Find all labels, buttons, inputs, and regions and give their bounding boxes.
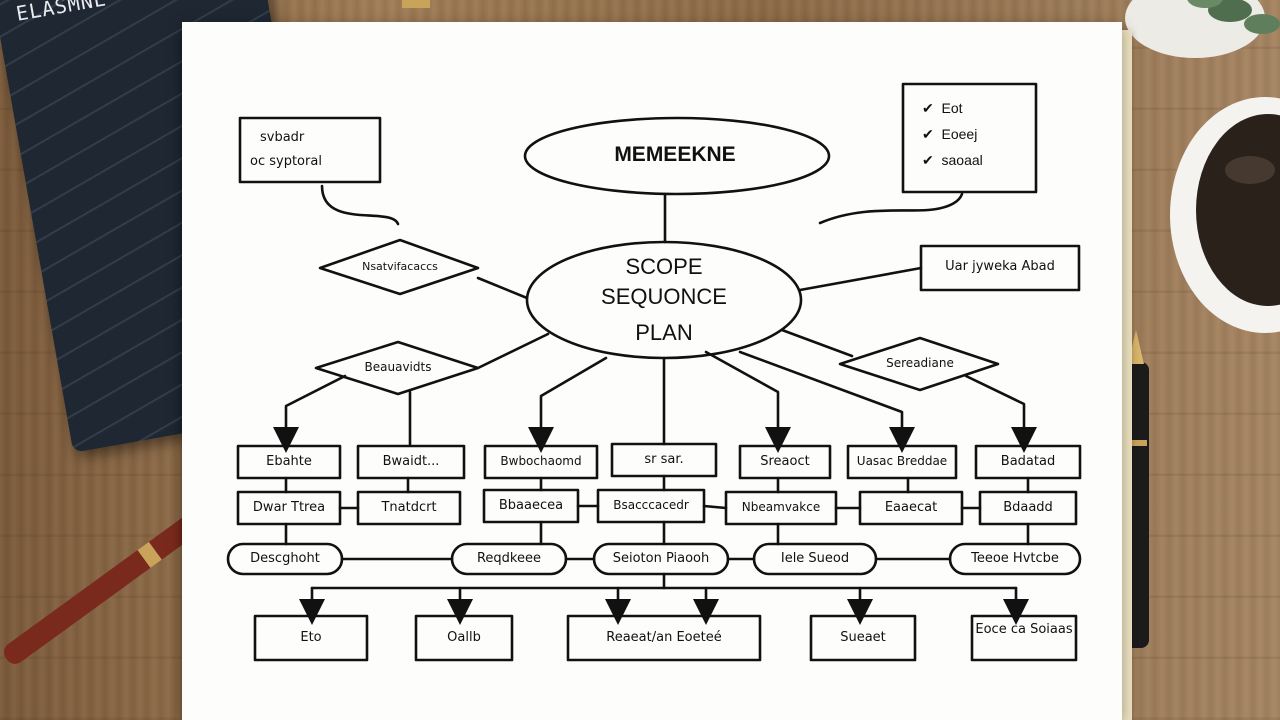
checklist-item-1: ✔ Eot bbox=[922, 100, 963, 117]
row2-label: Dwar Ttrea bbox=[252, 500, 326, 515]
coffee-cup bbox=[1170, 97, 1280, 333]
checklist-text: Eoeej bbox=[941, 126, 978, 142]
row2-label: Bdaadd bbox=[1003, 500, 1053, 515]
row2-label: Nbeamvakce bbox=[741, 500, 821, 514]
note-left-box bbox=[238, 116, 382, 184]
checklist-text: Eot bbox=[941, 100, 963, 116]
paper-clip bbox=[402, 0, 430, 8]
diamond-left-label: Beauavidts bbox=[364, 360, 432, 374]
checklist-item-3: ✔ saoaal bbox=[922, 152, 983, 169]
note-left-line2: oc syptoral bbox=[250, 154, 322, 169]
paper-sheet bbox=[182, 22, 1122, 720]
check-icon: ✔ bbox=[922, 152, 934, 168]
diamond-upper-left-label: Nsatvifacaccs bbox=[362, 260, 438, 273]
center-label-line1: SCOPE bbox=[625, 254, 703, 279]
checklist-item-2: ✔ Eoeej bbox=[922, 126, 977, 143]
row2-label: Bbaaecea bbox=[498, 498, 564, 513]
box-right-label: Uar jyweka Abad bbox=[945, 259, 1055, 274]
row4-boxes bbox=[253, 614, 1078, 662]
row4-label: Eoce ca Soiaas bbox=[975, 622, 1073, 637]
diamond-right-label: Sereadiane bbox=[886, 356, 954, 370]
center-label-line2: SEQUONCE bbox=[601, 284, 727, 309]
diamond-upper-left-node bbox=[318, 238, 480, 296]
row1-label: sr sar. bbox=[644, 452, 684, 467]
row3-label: Seioton Piaooh bbox=[612, 551, 710, 566]
row1-label: Ebahte bbox=[266, 454, 312, 469]
row2-label: Eaaecat bbox=[884, 500, 938, 515]
center-label-line3: PLAN bbox=[635, 320, 693, 345]
row3-label: Descghoht bbox=[250, 551, 320, 566]
checklist-text: saoaal bbox=[941, 152, 983, 168]
row1-label: Sreaoct bbox=[760, 454, 810, 469]
note-left-line1: svbadr bbox=[260, 130, 305, 145]
row4-label: Oallb bbox=[447, 630, 481, 645]
checklist-box bbox=[901, 82, 1038, 194]
row3-label: Iele Sueod bbox=[780, 551, 850, 566]
row1-label: Bwaidt... bbox=[382, 454, 440, 469]
row2-label: Bsacccacedr bbox=[613, 498, 689, 512]
plant-pot bbox=[1125, 0, 1280, 58]
row1-label: Badatad bbox=[1000, 454, 1056, 469]
check-icon: ✔ bbox=[922, 100, 934, 116]
row4-label: Reaeat/an Eoeteé bbox=[606, 630, 722, 645]
row2-label: Tnatdcrt bbox=[381, 500, 437, 515]
check-icon: ✔ bbox=[922, 126, 934, 142]
row1-label: Uasac Breddae bbox=[856, 454, 948, 468]
diamond-right-node bbox=[838, 336, 1000, 392]
top-title-label: MEMEEKNE bbox=[614, 143, 736, 166]
row4-label: Sueaet bbox=[840, 630, 886, 645]
row1-label: Bwbochaomd bbox=[500, 454, 582, 468]
row3-label: Teeoe Hvtcbe bbox=[971, 551, 1059, 566]
row3-label: Reqdkeee bbox=[476, 551, 541, 566]
top-title-node bbox=[523, 116, 831, 196]
row4-label: Eto bbox=[300, 630, 322, 645]
